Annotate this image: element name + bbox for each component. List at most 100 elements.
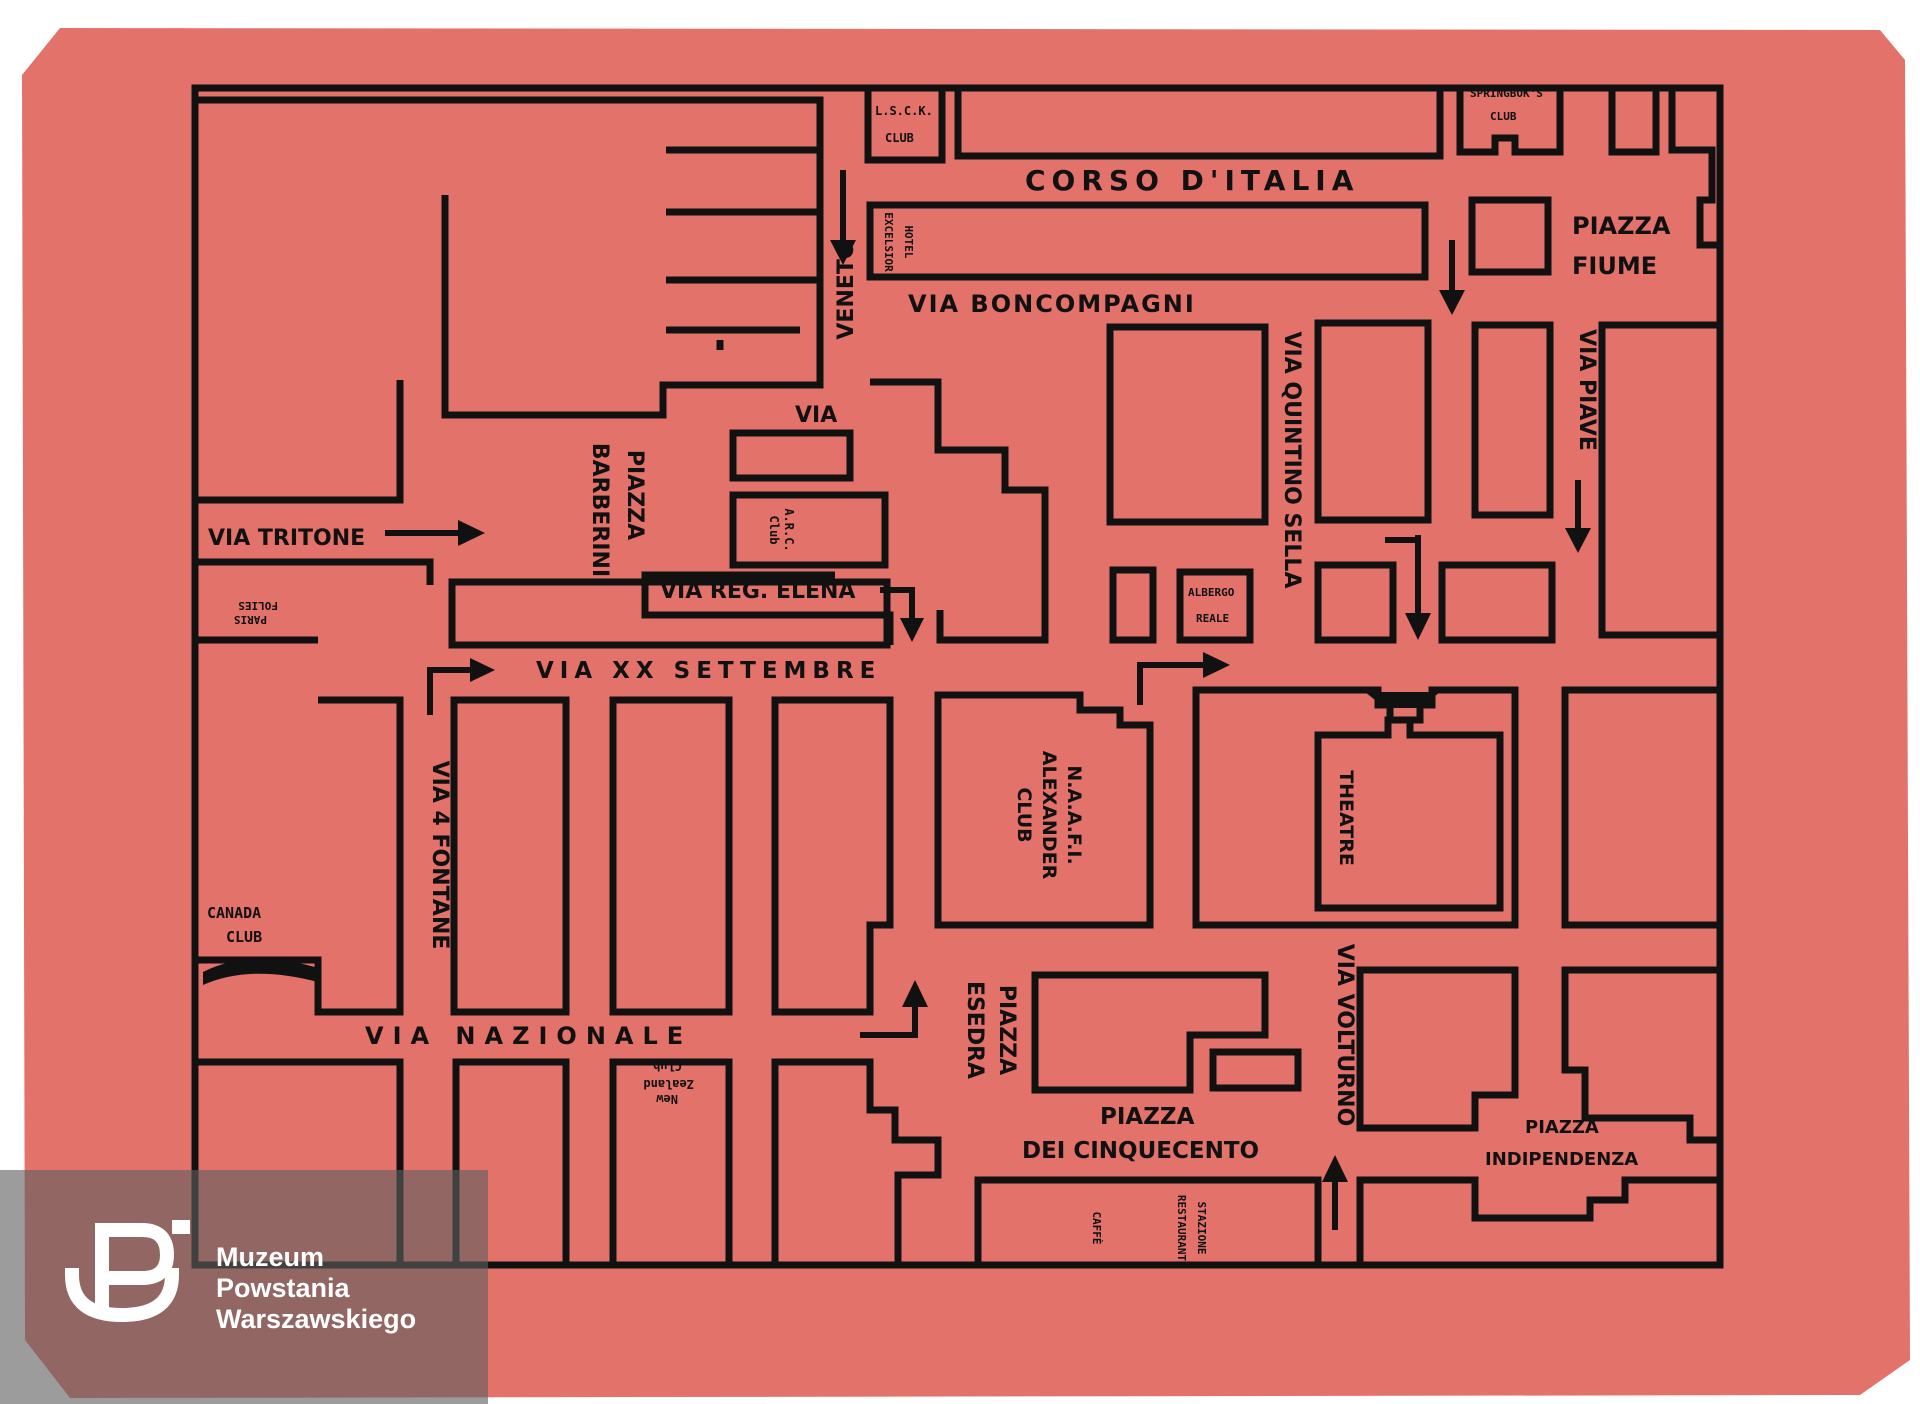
block-veneto-east (870, 378, 1049, 644)
museum-name: Muzeum Powstania Warszawskiego (216, 1242, 416, 1335)
arrow-nazionale-shaft (860, 1005, 918, 1038)
arrow-settembre-shaft (427, 667, 472, 715)
label-corso-italia: CORSO D'ITALIA (1025, 164, 1359, 197)
label-via-reg-elena: VIA REG. ELENA (660, 579, 855, 604)
label-piazza-esedra-2: ESEDRA (962, 981, 987, 1079)
label-via-piave: VIA PIAVE (1574, 329, 1599, 451)
block-right-9 (1561, 966, 1724, 1144)
block-bottom-right (1356, 1176, 1720, 1265)
block-lower-esedra (1031, 971, 1269, 1094)
arrow-volturno-head (1322, 1155, 1348, 1182)
label-springbok-1: SPRINGBOK'S (1470, 87, 1543, 100)
museum-name-line2: Powstania (216, 1273, 350, 1303)
block-springbok (1456, 88, 1564, 156)
block-via-small (729, 429, 854, 482)
label-lsck-1: L.S.C.K. (875, 104, 933, 118)
block-top-right-1 (1608, 84, 1660, 156)
arrow-reg-elena-head (900, 618, 924, 642)
block-tritone-north (195, 380, 404, 504)
label-stazione: STAZIONE (1195, 1202, 1208, 1255)
arrow-quintino-head (1405, 613, 1431, 640)
label-via-tritone: VIA TRITONE (208, 526, 365, 551)
block-hotel-excelsior (866, 201, 1429, 281)
canada-club-patch (203, 958, 318, 985)
arrow-fiume-head (1439, 290, 1465, 315)
label-arc-2: Club (767, 516, 781, 545)
label-piazza-esedra-1: PIAZZA (994, 985, 1019, 1075)
block-right-8 (1561, 686, 1724, 929)
label-folies-1: FOLIES (238, 599, 278, 612)
block-right-6 (1314, 561, 1397, 644)
block-bottom-1 (452, 1058, 570, 1265)
arrow-reg-elena-shaft (880, 587, 915, 620)
label-via: VIA (795, 403, 837, 428)
block-mid-1 (450, 696, 570, 1016)
label-nz-3: Club (653, 1059, 682, 1073)
label-nz-1: New (656, 1092, 678, 1106)
block-left-mid (195, 696, 404, 1016)
label-lsck-2: CLUB (885, 131, 914, 145)
label-canada-2: CLUB (226, 928, 262, 946)
arrow-tritone-head (458, 520, 485, 546)
block-naafi-club (934, 691, 1154, 929)
block-folies-paris (448, 578, 891, 649)
museum-watermark: Muzeum Powstania Warszawskiego (0, 1170, 488, 1404)
label-theatre: THEATRE (1335, 770, 1357, 866)
label-hotel: HOTEL (902, 225, 915, 258)
block-right-1 (1106, 323, 1269, 526)
block-bottom-2 (609, 1058, 733, 1265)
block-albergo-reale (1176, 568, 1254, 644)
block-piazza-fiume (1468, 196, 1552, 276)
block-bottom-3 (771, 1058, 942, 1265)
museum-name-line1: Muzeum (216, 1242, 324, 1272)
arrow-piave-head (1565, 528, 1591, 553)
block-theatre-inner (1314, 716, 1504, 912)
label-piazza-indipendenza-1: PIAZZA (1525, 1117, 1599, 1138)
label-via-boncompagni: VIA BONCOMPAGNI (908, 290, 1196, 318)
label-piazza-fiume-2: FIUME (1572, 252, 1657, 280)
arrow-nazionale-head (902, 980, 928, 1007)
label-caffe: CAFFÈ (1090, 1211, 1103, 1244)
block-barberini (441, 100, 824, 419)
museum-name-line3: Warszawskiego (216, 1304, 417, 1334)
block-right-2 (1314, 319, 1432, 524)
label-piazza-cinquecento-2: DEI CINQUECENTO (1022, 1138, 1259, 1164)
label-veneto: VENETO (834, 240, 859, 339)
block-mid-3 (771, 696, 894, 1016)
block-right-4 (1598, 321, 1724, 639)
label-albergo-1: ALBERGO (1188, 586, 1235, 599)
label-naafi-1: N.A.A.F.I. (1063, 765, 1085, 864)
arrow-naafi-head (1203, 652, 1230, 678)
block-arc-inner (729, 491, 889, 569)
label-piazza-barberini-2: BARBERINI (587, 443, 612, 577)
label-piazza-fiume-1: PIAZZA (1572, 212, 1671, 240)
block-top-right-2 (1668, 88, 1720, 249)
street-lines (191, 84, 1724, 1269)
label-restaurant: RESTAURANT (1175, 1195, 1188, 1262)
arrow-veneto-head (830, 240, 856, 265)
label-excelsior: EXCELSIOR (882, 212, 895, 272)
label-piazza-cinquecento-1: PIAZZA (1100, 1104, 1195, 1130)
block-right-5 (1109, 566, 1157, 644)
label-springbok-2: CLUB (1490, 110, 1517, 123)
label-via-xx-settembre: VIA XX SETTEMBRE (536, 658, 881, 684)
direction-arrows (385, 170, 1591, 1230)
label-via-quintino-sella: VIA QUINTINO SELLA (1279, 332, 1304, 589)
block-right-7 (1438, 561, 1556, 644)
label-naafi-2: ALEXANDER (1038, 751, 1060, 880)
label-nz-2: Zealand (643, 1077, 694, 1091)
block-stazione (974, 1176, 1322, 1265)
label-naafi-3: CLUB (1013, 787, 1035, 842)
block-tritone-south (195, 558, 434, 585)
label-via-nazionale: VIA NAZIONALE (365, 1022, 692, 1050)
block-right-3 (1471, 321, 1554, 519)
label-via-volturno: VIA VOLTURNO (1332, 944, 1357, 1127)
theatre-entrance-patch (1365, 692, 1440, 708)
label-canada-1: CANADA (207, 904, 261, 922)
arrow-naafi-shaft (1137, 662, 1205, 705)
anchor-kotwica-icon (64, 1220, 190, 1323)
block-mid-2 (609, 696, 733, 1016)
label-piazza-indipendenza-2: INDIPENDENZA (1485, 1149, 1638, 1170)
arrow-settembre-head (470, 658, 495, 682)
